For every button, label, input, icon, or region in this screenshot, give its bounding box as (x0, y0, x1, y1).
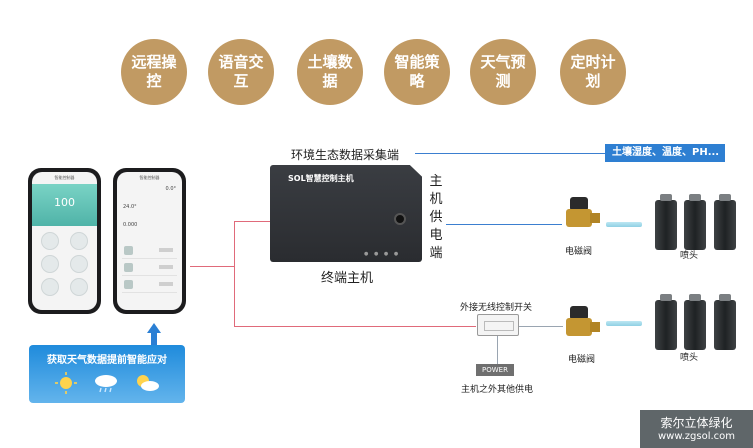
device-icon (40, 232, 59, 250)
controller-label: 终端主机 (321, 271, 374, 286)
weather-card: 获取天气数据提前智能应对 (29, 345, 185, 403)
water-pipe (606, 222, 642, 227)
feature-remote-control: 远程操控 (121, 39, 187, 105)
power-line (497, 336, 498, 364)
feature-scheduled-plan: 定时计划 (560, 39, 626, 105)
feature-weather-forecast: 天气预测 (470, 39, 536, 105)
weather-card-text: 获取天气数据提前智能应对 (47, 355, 167, 366)
list-item (122, 242, 177, 259)
device-icon (40, 255, 59, 273)
data-line (415, 153, 605, 154)
watermark: 索尔立体绿化 www.zgsol.com (640, 410, 753, 448)
device-icon (70, 232, 89, 250)
sensor-tag: 土壤湿度、温度、PH... (605, 144, 725, 162)
arrow-shaft (151, 332, 157, 346)
solenoid-valve-top (562, 195, 602, 235)
external-switch-label: 外接无线控制开关 (460, 303, 533, 313)
phone-title: 智能控制器 (139, 175, 160, 180)
water-pipe (606, 321, 642, 326)
nozzle-top-1 (655, 194, 677, 250)
nozzle-label-top: 喷头 (680, 251, 699, 261)
watermark-line1: 索尔立体绿化 (660, 416, 733, 430)
phone-dashboard: 智能控制器 100 (28, 168, 101, 314)
valve-line (446, 224, 562, 225)
nozzle-bottom-1 (655, 294, 677, 350)
feature-voice-interaction: 语音交互 (208, 39, 274, 105)
sun-icon (55, 372, 78, 394)
switch-line (519, 326, 563, 327)
phone-hero-value: 100 (32, 184, 97, 226)
main-controller: SOL智慧控制主机 ● ● ● ● (270, 165, 422, 262)
connector-line (234, 221, 270, 222)
controller-brand: SOL智慧控制主机 (288, 174, 354, 183)
wireless-switch (477, 314, 519, 336)
rain-cloud-icon (94, 375, 117, 393)
connector-line (190, 266, 234, 267)
phone-title: 智能控制器 (54, 175, 75, 180)
feature-smart-strategy: 智能策略 (384, 39, 450, 105)
power-label: POWER (476, 364, 514, 376)
device-icon (70, 255, 89, 273)
partly-cloudy-icon (136, 375, 159, 391)
list-item (122, 259, 177, 276)
nozzle-label-bottom: 喷头 (680, 353, 699, 363)
power-knob-icon (394, 213, 406, 225)
device-icon (70, 278, 89, 296)
arrow-up-icon (147, 323, 161, 333)
connector-line (234, 221, 235, 327)
data-collection-label: 环境生态数据采集端 (291, 148, 400, 162)
external-power-label: 主机之外其他供电 (461, 385, 534, 395)
nozzle-top-2 (684, 194, 706, 250)
list-item (122, 276, 177, 293)
valve-label-top: 电磁阀 (565, 247, 593, 257)
sensor-value: 24.0° (123, 204, 137, 210)
sensor-value: 0.000 (123, 222, 138, 228)
connector-line (234, 326, 476, 327)
device-icon (40, 278, 59, 296)
valve-label-bottom: 电磁阀 (568, 355, 596, 365)
solenoid-valve-bottom (562, 304, 602, 344)
feature-soil-data: 土壤数据 (297, 39, 363, 105)
sensor-value: 0.0° (165, 186, 176, 192)
host-power-label: 主 机 供 电 端 (429, 174, 443, 261)
nozzle-bottom-2 (684, 294, 706, 350)
watermark-line2: www.zgsol.com (657, 431, 736, 442)
nozzle-bottom-3 (714, 294, 736, 350)
status-indicators: ● ● ● ● (364, 251, 401, 257)
nozzle-top-3 (714, 194, 736, 250)
phone-sensor-list: 智能控制器 0.0° 24.0° 0.000 (113, 168, 186, 314)
